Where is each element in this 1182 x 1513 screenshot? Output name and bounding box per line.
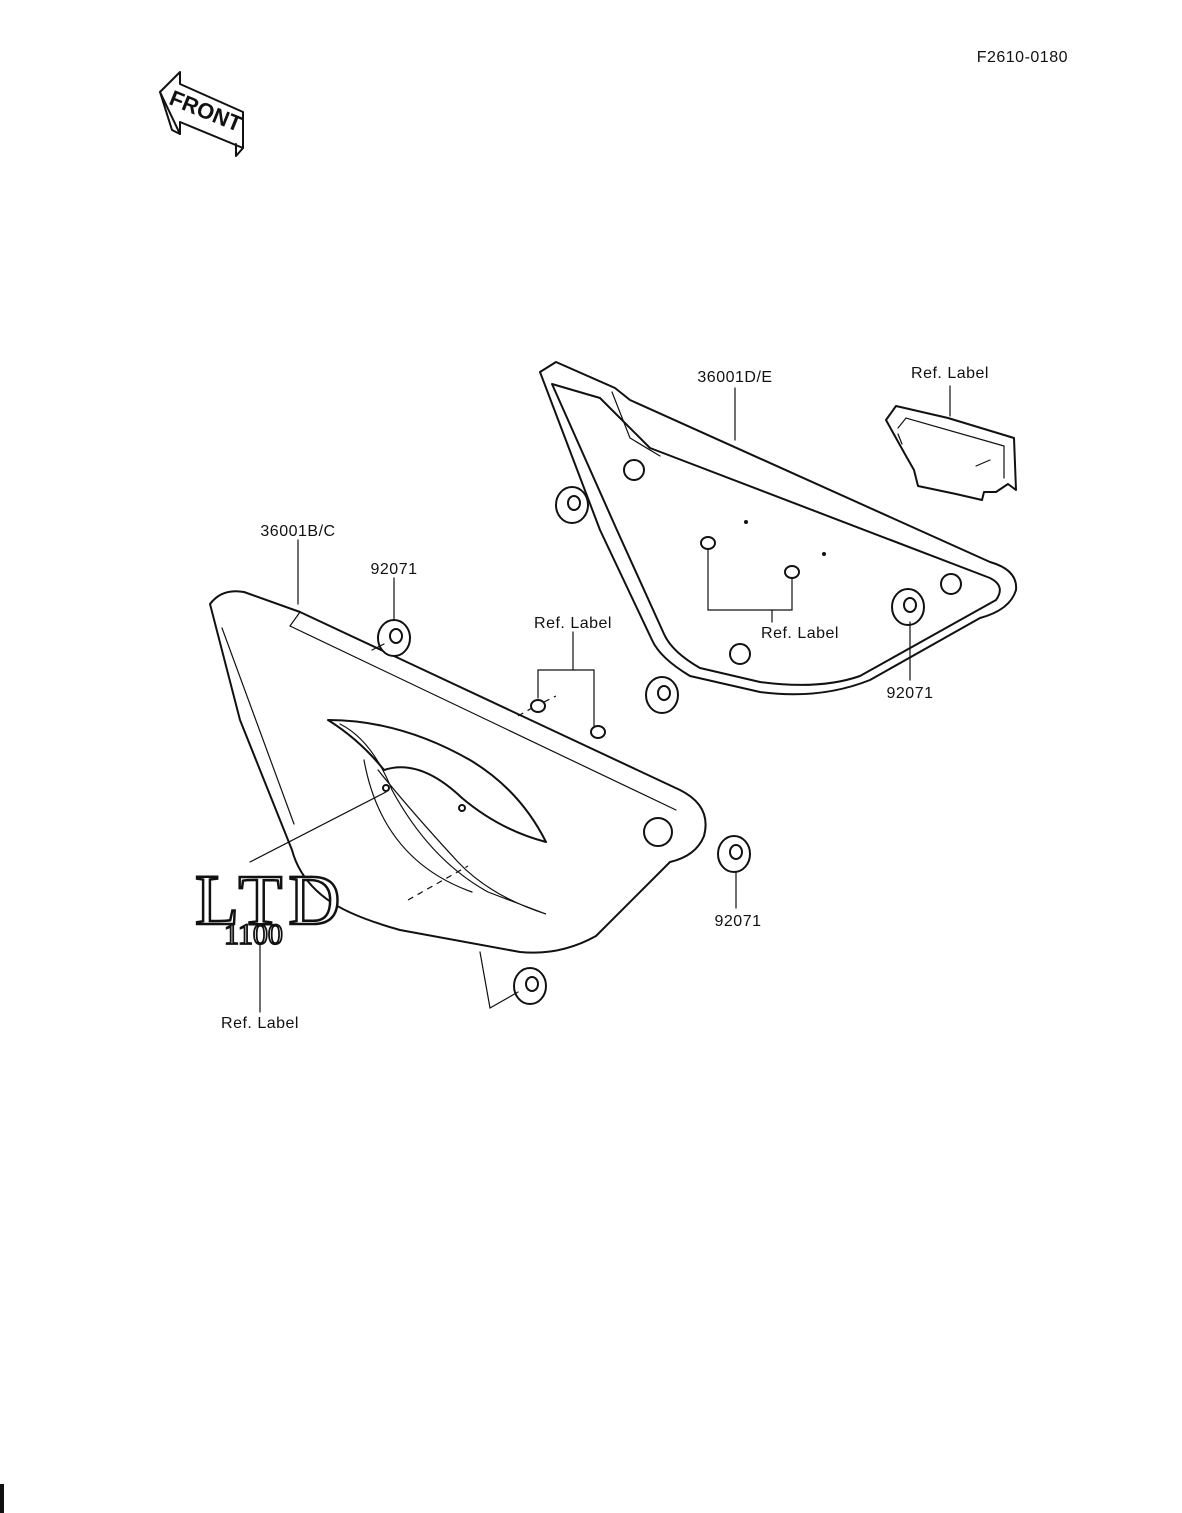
grommet-left-right-icon [717, 835, 751, 873]
front-arrow-icon: FRONT [159, 71, 246, 157]
emblem-text-1100: 1100 [224, 918, 283, 951]
page-edge-mark [0, 1484, 4, 1513]
ref-label-decal-top-right [885, 405, 1017, 501]
grommet-left-top-icon [377, 619, 411, 657]
ref-label-washer-2 [590, 725, 606, 739]
ltd-emblem: LTD 1100 [194, 791, 387, 952]
ref-label-washer-1 [530, 699, 546, 713]
callout-grommet-left-top: 92071 [371, 561, 418, 578]
left-side-cover [209, 590, 707, 954]
callout-grommet-left-bottom: 92071 [715, 913, 762, 930]
right-side-cover [539, 361, 1018, 696]
grommet-left-bottom-icon [513, 967, 547, 1005]
callout-ref-label-right-cover: Ref. Label [761, 625, 839, 642]
callout-ref-label-emblem: Ref. Label [221, 1015, 299, 1032]
callout-grommet-right: 92071 [887, 685, 934, 702]
callout-ref-label-top-right: Ref. Label [911, 365, 989, 382]
diagram-code: F2610-0180 [977, 49, 1068, 66]
grommet-right-1-icon [555, 486, 589, 524]
grommet-right-2-icon [645, 676, 679, 714]
grommet-right-3-icon [891, 588, 925, 626]
callout-right-cover-part: 36001D/E [697, 369, 772, 386]
callout-ref-label-left-cover: Ref. Label [534, 615, 612, 632]
emblem-text-ltd: LTD [195, 860, 346, 940]
callout-left-cover-part: 36001B/C [260, 523, 335, 540]
